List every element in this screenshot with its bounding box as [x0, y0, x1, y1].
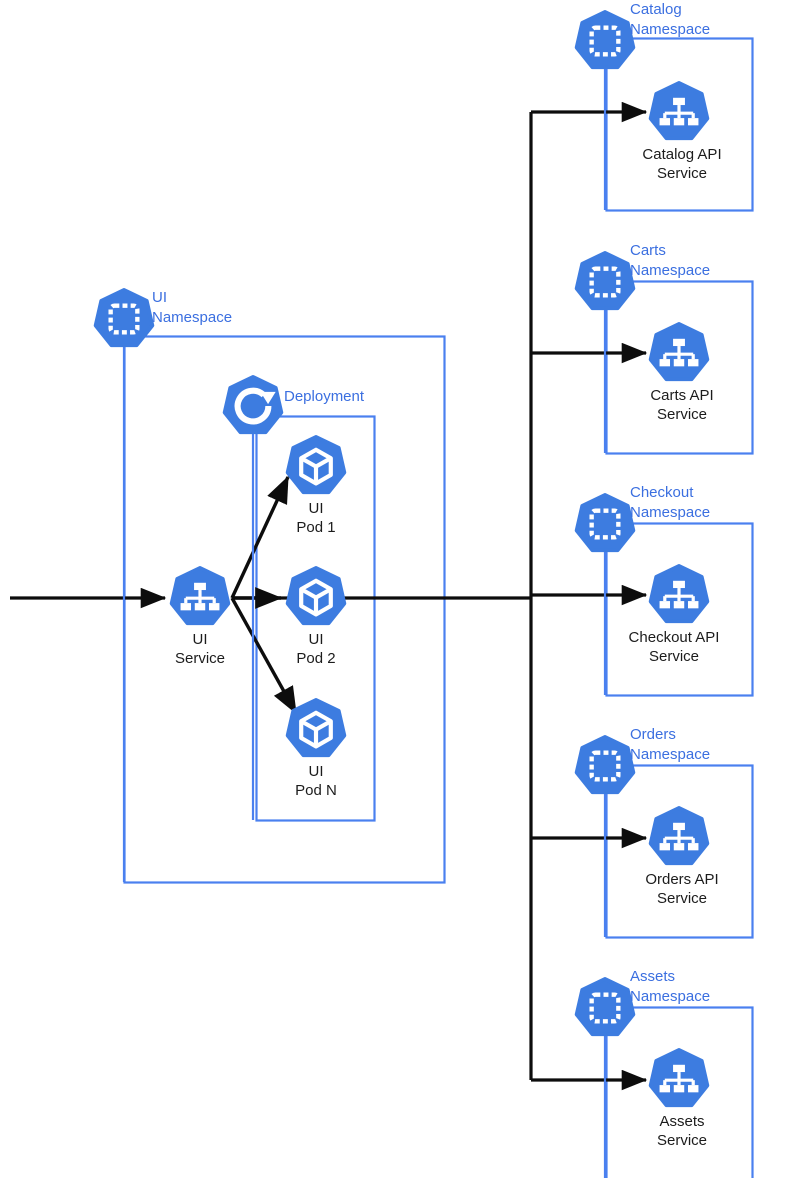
service-icon: [648, 1048, 710, 1108]
namespace-icon-dashed-square: [589, 25, 621, 57]
service-icon-child-box-2: [687, 1085, 699, 1093]
arrow-ui-service-to-pod-n: [230, 597, 298, 715]
service-icon-child-box-0: [659, 843, 671, 851]
orders-namespace-label: Orders Namespace: [630, 726, 711, 763]
catalog-namespace-box: [605, 37, 754, 212]
service-icon-child-box-0: [659, 1085, 671, 1093]
service-icon-child-box-1: [673, 1085, 685, 1093]
service-icon-parent-box: [673, 97, 685, 106]
service-icon-child-box-1: [194, 603, 206, 611]
service-icon-child-box-0: [180, 603, 192, 611]
service-icon-child-box-2: [687, 359, 699, 367]
service-icon: [648, 322, 710, 382]
service-icon-child-box-0: [659, 118, 671, 126]
namespace-icon-body: [574, 493, 636, 553]
deployment-icon-arc: [234, 387, 272, 425]
namespace-icon-dashed-square: [589, 266, 621, 298]
icon-layer: [93, 10, 710, 1108]
namespace-icon-body: [574, 251, 636, 311]
service-icon-child-box-1: [673, 359, 685, 367]
catalog-namespace-label: Catalog Namespace: [630, 1, 711, 38]
service-icon-parent-box: [194, 582, 206, 591]
pod-icon: [285, 566, 347, 626]
checkout-namespace-box: [605, 522, 754, 697]
service-icon: [648, 81, 710, 141]
orders-namespace-box: [605, 764, 754, 939]
namespace-icon: [574, 251, 636, 311]
pod-icon: [285, 435, 347, 495]
deployment-box: [255, 415, 376, 822]
service-icon-parent-box: [673, 822, 685, 831]
deployment-icon-body: [222, 375, 284, 435]
namespace-icon: [574, 735, 636, 795]
service-icon-child-box-0: [659, 359, 671, 367]
namespace-icon-dashed-square: [589, 508, 621, 540]
service-icon-parent-box: [673, 1064, 685, 1073]
pod-icon: [285, 698, 347, 758]
service-icon-child-box-2: [687, 601, 699, 609]
namespace-icon: [574, 977, 636, 1037]
service-icon-parent-box: [673, 338, 685, 347]
carts-namespace-box: [605, 280, 754, 455]
namespace-icon-body: [574, 10, 636, 70]
service-icon: [169, 566, 231, 626]
ui-namespace-label: UI Namespace: [152, 289, 233, 326]
namespace-box-layer: [123, 37, 754, 1178]
deployment-label: Deployment: [284, 388, 365, 405]
namespace-icon-dashed-square: [589, 992, 621, 1024]
namespace-icon-body: [93, 288, 155, 348]
service-icon: [648, 806, 710, 866]
service-icon: [648, 564, 710, 624]
namespace-icon: [574, 493, 636, 553]
namespace-icon-body: [574, 977, 636, 1037]
namespace-icon-dashed-square: [108, 303, 140, 335]
ui-namespace-box: [123, 335, 446, 884]
assets-namespace-label: Assets Namespace: [630, 968, 711, 1005]
connector-layer: [10, 65, 648, 1178]
service-icon-child-box-1: [673, 601, 685, 609]
service-icon-child-box-2: [687, 843, 699, 851]
namespace-icon-dashed-square: [589, 750, 621, 782]
deployment-icon: [222, 375, 284, 435]
arrow-ui-service-to-pod-1: [230, 475, 290, 599]
service-icon-child-box-2: [687, 118, 699, 126]
assets-namespace-box: [605, 1006, 754, 1178]
namespace-icon: [574, 10, 636, 70]
namespace-icon-body: [574, 735, 636, 795]
carts-namespace-label: Carts Namespace: [630, 242, 711, 279]
service-icon-child-box-2: [208, 603, 220, 611]
service-icon-child-box-1: [673, 118, 685, 126]
namespace-icon: [93, 288, 155, 348]
deployment-icon-arrowhead: [260, 391, 276, 405]
service-icon-child-box-1: [673, 843, 685, 851]
service-icon-child-box-0: [659, 601, 671, 609]
service-icon-parent-box: [673, 580, 685, 589]
checkout-namespace-label: Checkout Namespace: [630, 484, 711, 521]
